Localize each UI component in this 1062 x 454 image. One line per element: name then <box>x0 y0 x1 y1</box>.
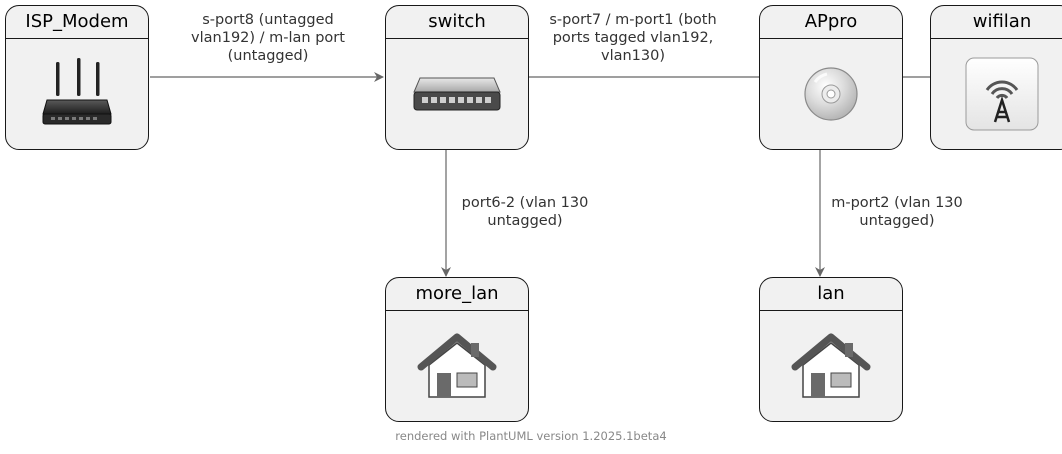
router-icon <box>42 57 112 124</box>
node-lan[interactable]: lan <box>759 277 903 422</box>
cd-disc-icon <box>804 66 858 121</box>
render-footer: rendered with PlantUML version 1.2025.1b… <box>395 429 667 443</box>
node-title: more_lan <box>386 278 528 311</box>
node-title: ISP_Modem <box>6 6 148 39</box>
edge-label-appro-to-switch: s-port7 / m-port1 (both ports tagged vla… <box>549 12 717 64</box>
house-icon <box>417 333 497 398</box>
node-isp-modem[interactable]: ISP_Modem <box>5 5 149 150</box>
network-switch-icon <box>413 77 501 110</box>
node-title: lan <box>760 278 902 311</box>
edge-label-appro-to-lan: m-port2 (vlan 130 untagged) <box>831 195 963 229</box>
wifi-tower-icon <box>965 57 1039 130</box>
node-title: switch <box>386 6 528 39</box>
edge-label-switch-to-more-lan: port6-2 (vlan 130 untagged) <box>461 195 589 229</box>
node-appro[interactable]: APpro <box>759 5 903 150</box>
node-wifilan[interactable]: wifilan <box>930 5 1062 150</box>
node-title: wifilan <box>931 6 1062 39</box>
edge-label-modem-to-switch: s-port8 (untagged vlan192) / m-lan port … <box>191 12 345 64</box>
node-more-lan[interactable]: more_lan <box>385 277 529 422</box>
node-title: APpro <box>760 6 902 39</box>
node-switch[interactable]: switch <box>385 5 529 150</box>
house-icon <box>791 333 871 398</box>
